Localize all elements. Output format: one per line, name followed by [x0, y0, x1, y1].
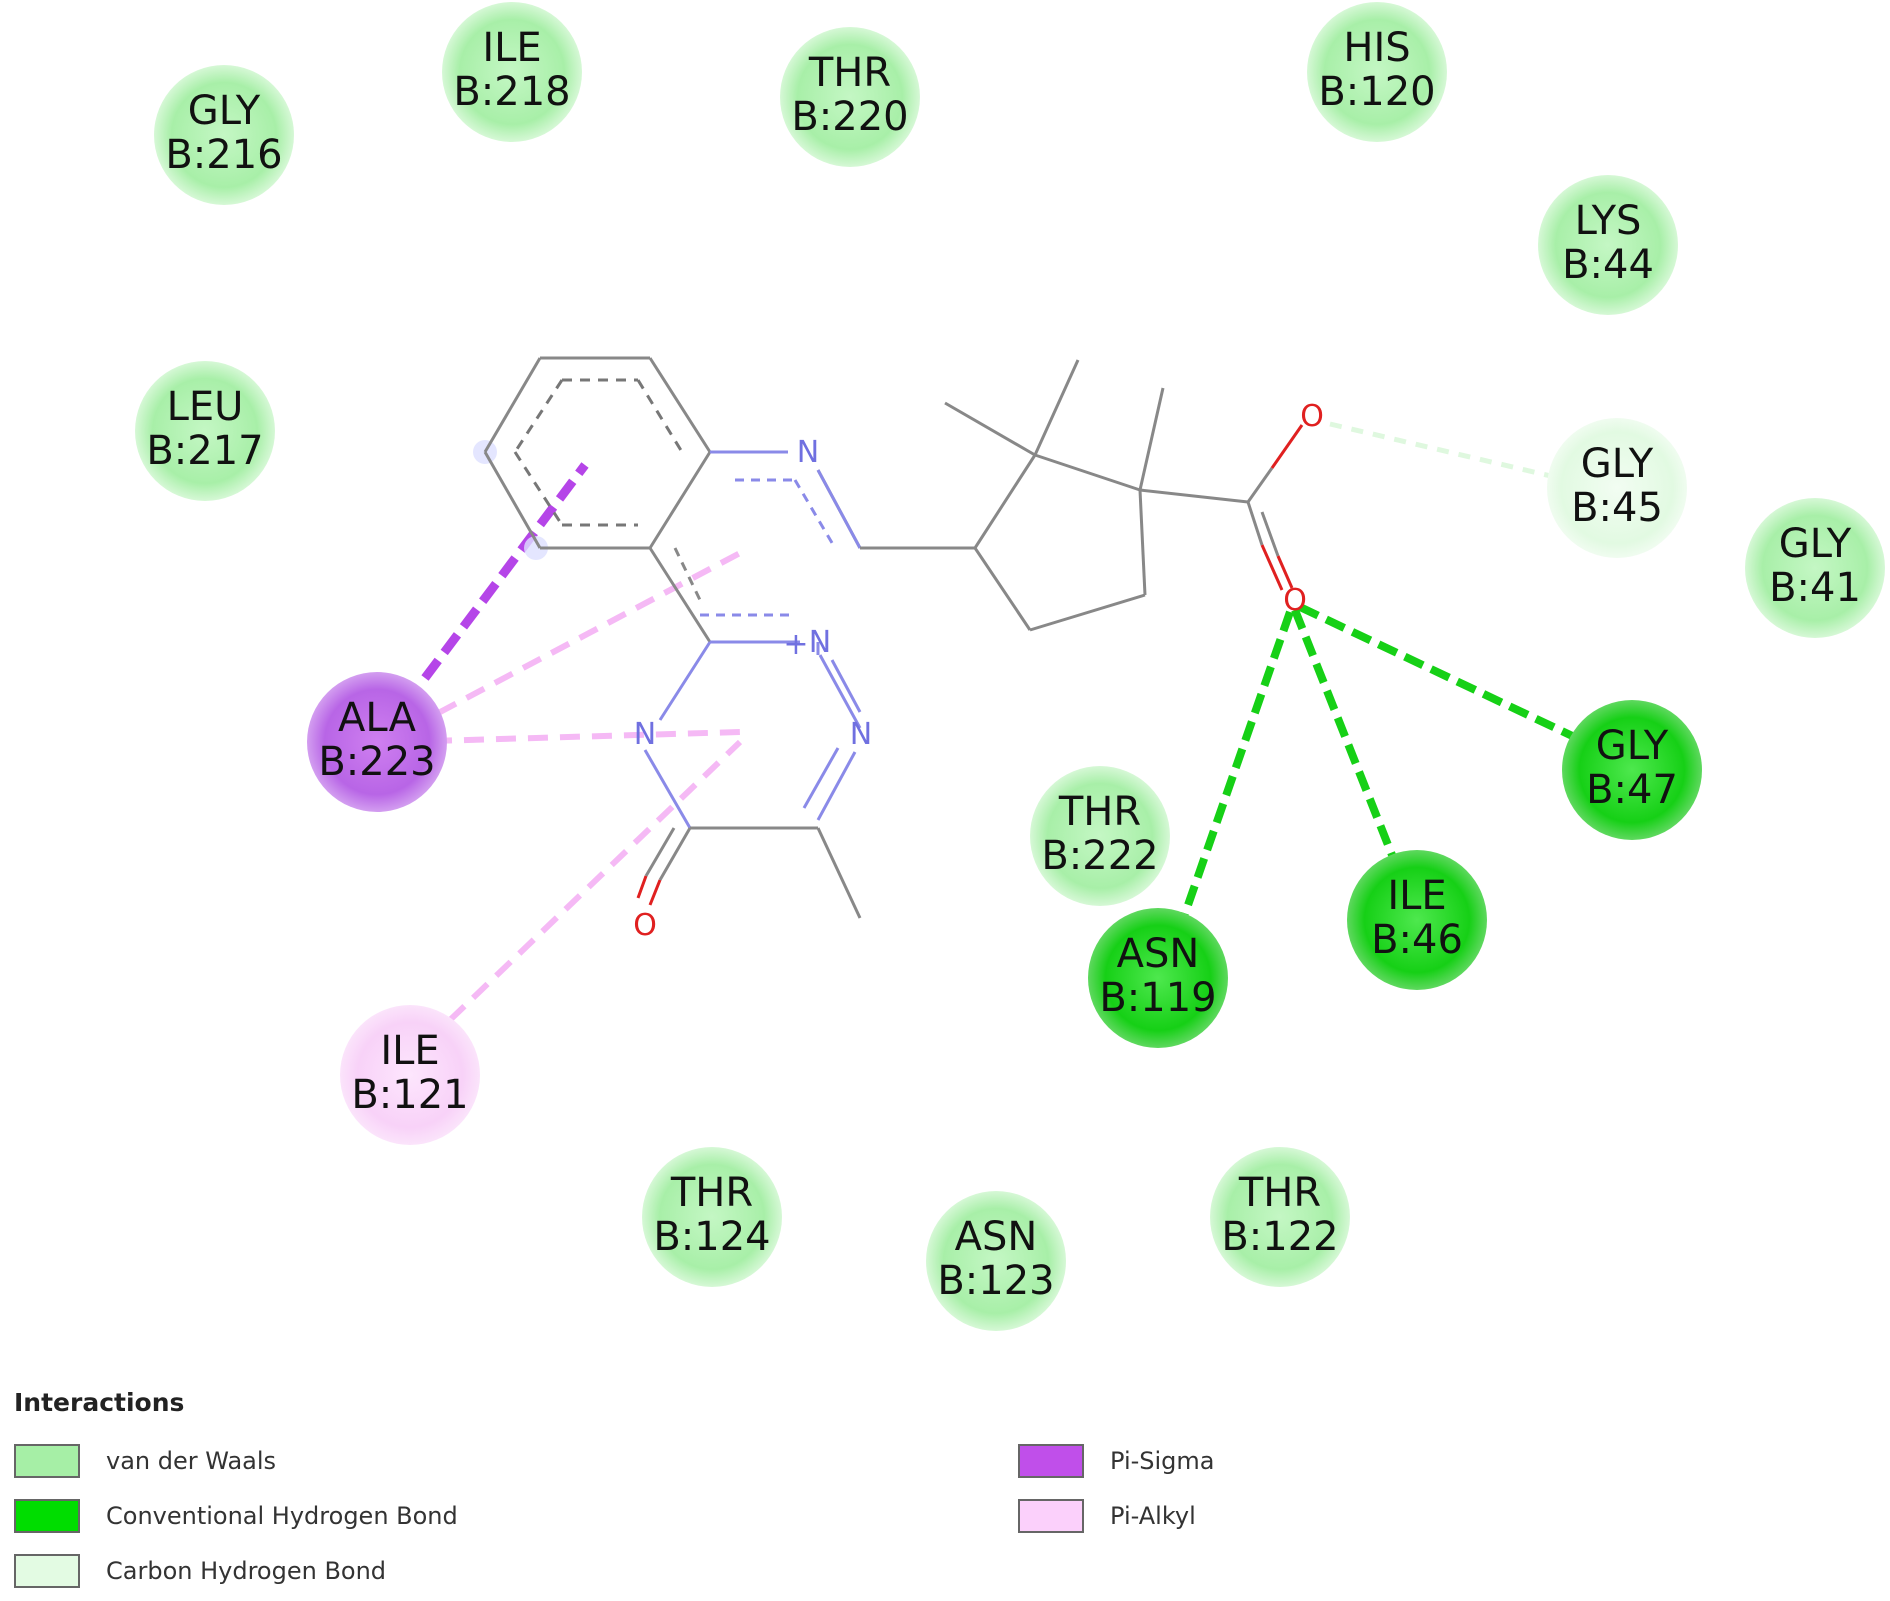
- residue-position: B:119: [1099, 975, 1216, 1021]
- legend-swatch: [14, 1554, 80, 1588]
- hbond-line-gly47: [1298, 603, 1587, 746]
- atom-o-carbonyl: O: [1283, 583, 1307, 618]
- hbond-line-ile46: [1291, 608, 1396, 857]
- carbon-hbond-line-gly45: [1329, 421, 1556, 480]
- interaction-diagram: N N + N N O O O GLY B:216 ILE B:218 THR …: [135, 2, 1885, 1331]
- residue-gly47: GLY B:47: [1562, 700, 1702, 840]
- residue-leu217: LEU B:217: [135, 361, 275, 501]
- ligand-structure: N N + N N O O O: [473, 356, 1324, 943]
- residue-position: B:122: [1221, 1214, 1338, 1260]
- residue-thr222: THR B:222: [1030, 766, 1170, 906]
- residue-name: GLY: [188, 88, 261, 134]
- residue-position: B:47: [1586, 767, 1678, 813]
- residue-position: B:217: [146, 428, 263, 474]
- atom-o-hydroxyl: O: [1300, 399, 1324, 434]
- legend-swatch: [14, 1499, 80, 1533]
- legend-label: Pi-Alkyl: [1110, 1502, 1196, 1530]
- residue-position: B:46: [1371, 917, 1463, 963]
- pi-alkyl-line-ile121: [447, 739, 743, 1023]
- residue-asn123: ASN B:123: [926, 1191, 1066, 1331]
- atom-n-2: N: [634, 717, 656, 752]
- residue-position: B:121: [351, 1072, 468, 1118]
- residue-position: B:120: [1318, 69, 1435, 115]
- residue-name: ILE: [1387, 873, 1446, 919]
- residue-thr124: THR B:124: [642, 1147, 782, 1287]
- residue-position: B:123: [937, 1258, 1054, 1304]
- residue-position: B:218: [453, 69, 570, 115]
- residue-position: B:41: [1769, 565, 1861, 611]
- legend-item-carbon-hydrogen-bond: Carbon Hydrogen Bond: [14, 1554, 386, 1588]
- atom-o-ketone: O: [633, 908, 657, 943]
- pi-alkyl-line-ala223-b: [431, 729, 741, 744]
- residue-name: THR: [1058, 789, 1141, 835]
- residue-name: ALA: [338, 695, 417, 741]
- residue-lys44: LYS B:44: [1538, 175, 1678, 315]
- residue-name: ASN: [1117, 931, 1200, 977]
- residue-position: B:220: [791, 94, 908, 140]
- residue-name: ILE: [380, 1028, 439, 1074]
- residue-position: B:44: [1562, 242, 1654, 288]
- residue-ile218: ILE B:218: [442, 2, 582, 142]
- atom-n-plus: N: [809, 625, 831, 660]
- legend-label: Carbon Hydrogen Bond: [106, 1557, 387, 1585]
- residue-name: ASN: [955, 1214, 1038, 1260]
- residue-ile46: ILE B:46: [1347, 850, 1487, 990]
- legend-item-van-der-waals: van der Waals: [14, 1444, 276, 1478]
- legend-swatch: [1018, 1499, 1084, 1533]
- residue-position: B:222: [1041, 833, 1158, 879]
- residue-name: LYS: [1575, 198, 1642, 244]
- residues: GLY B:216 ILE B:218 THR B:220 HIS B:120 …: [135, 2, 1885, 1331]
- residue-position: B:45: [1571, 485, 1663, 531]
- residue-position: B:216: [165, 132, 282, 178]
- residue-asn119: ASN B:119: [1088, 908, 1228, 1048]
- residue-gly41: GLY B:41: [1745, 498, 1885, 638]
- legend-item-pi-sigma: Pi-Sigma: [1018, 1444, 1215, 1478]
- atom-plus-sign: +: [783, 627, 808, 662]
- residue-name: THR: [670, 1170, 753, 1216]
- legend-label: Conventional Hydrogen Bond: [106, 1502, 458, 1530]
- legend-title: Interactions: [14, 1388, 185, 1417]
- legend-label: van der Waals: [106, 1447, 277, 1475]
- residue-ala223: ALA B:223: [307, 672, 447, 812]
- residue-thr220: THR B:220: [780, 27, 920, 167]
- residue-name: THR: [808, 50, 891, 96]
- legend-label: Pi-Sigma: [1110, 1447, 1215, 1475]
- residue-his120: HIS B:120: [1307, 2, 1447, 142]
- residue-position: B:124: [653, 1214, 770, 1260]
- residue-name: GLY: [1581, 441, 1654, 487]
- legend-swatch: [1018, 1444, 1084, 1478]
- residue-name: ILE: [482, 25, 541, 71]
- legend-item-pi-alkyl: Pi-Alkyl: [1018, 1499, 1196, 1533]
- interaction-lines: [408, 421, 1587, 1023]
- residue-name: LEU: [167, 384, 244, 430]
- residue-gly45: GLY B:45: [1547, 418, 1687, 558]
- pi-sigma-line-ala223: [421, 462, 589, 681]
- residue-thr122: THR B:122: [1210, 1147, 1350, 1287]
- residue-name: GLY: [1596, 723, 1669, 769]
- residue-name: THR: [1238, 1170, 1321, 1216]
- residue-name: HIS: [1343, 25, 1410, 71]
- hbond-line-asn119: [1176, 610, 1294, 930]
- residue-position: B:223: [318, 739, 435, 785]
- residue-ile121: ILE B:121: [340, 1005, 480, 1145]
- residue-name: GLY: [1779, 521, 1852, 567]
- atom-n-3: N: [850, 717, 872, 752]
- residue-gly216: GLY B:216: [154, 65, 294, 205]
- interactions-legend: Interactions van der Waals Conventional …: [14, 1388, 1414, 1588]
- atom-n-1: N: [797, 435, 819, 470]
- legend-swatch: [14, 1444, 80, 1478]
- legend-item-conventional-hydrogen-bond: Conventional Hydrogen Bond: [14, 1499, 458, 1533]
